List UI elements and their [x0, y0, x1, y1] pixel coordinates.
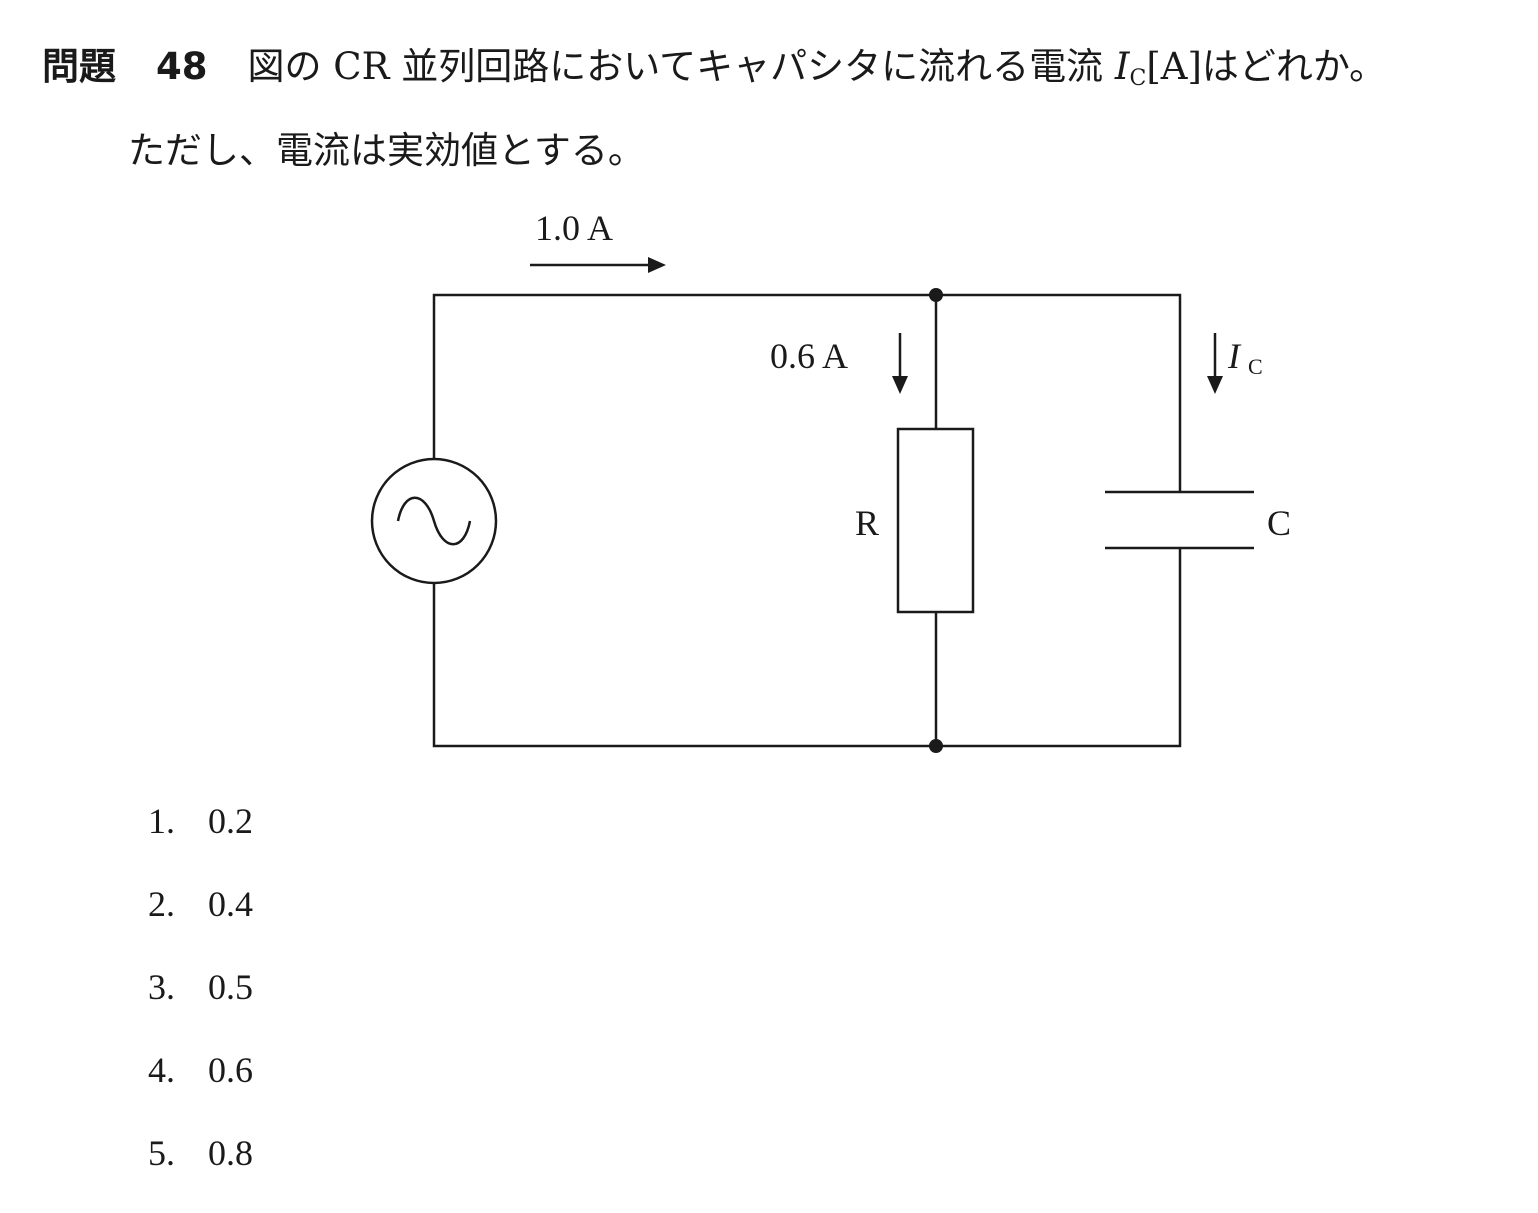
- label-capacitor: C: [1267, 503, 1291, 543]
- symbol-ic: I: [1114, 45, 1130, 88]
- junction-bottom: [929, 739, 943, 753]
- label-resistor-current: 0.6 A: [770, 336, 848, 376]
- arrowhead-right-icon: [648, 257, 666, 273]
- choice-5[interactable]: 5.0.8: [148, 1133, 253, 1173]
- choice-1[interactable]: 1.0.2: [148, 801, 253, 841]
- question-number: 48: [156, 45, 208, 88]
- symbol-ic-sub: C: [1129, 66, 1147, 91]
- label-total-current: 1.0 A: [535, 208, 613, 248]
- question-text: 図の CR 並列回路においてキャパシタに流れる電流: [247, 45, 1115, 88]
- ac-source-icon: [370, 457, 498, 585]
- resistor: [896, 427, 975, 614]
- answer-choices: 1.0.2 2.0.4 3.0.5 4.0.6 5.0.8: [148, 798, 253, 1213]
- sine-wave-icon: [396, 496, 472, 546]
- label-resistor: R: [855, 503, 879, 543]
- question-line-1: 問題 48 図の CR 並列回路においてキャパシタに流れる電流 IC[A]はどれか。: [42, 36, 1386, 91]
- choice-2[interactable]: 2.0.4: [148, 884, 253, 924]
- arrowhead-down-icon: [892, 376, 908, 394]
- junction-top: [929, 288, 943, 302]
- question-label: 問題: [42, 45, 116, 88]
- label-cap-current-sub: C: [1248, 354, 1263, 379]
- question-text-end: [A]はどれか。: [1146, 45, 1387, 88]
- wire-loop: [432, 293, 1182, 748]
- choice-4[interactable]: 4.0.6: [148, 1050, 253, 1090]
- label-cap-current: I: [1227, 336, 1242, 376]
- choice-3[interactable]: 3.0.5: [148, 967, 253, 1007]
- question-line-2: ただし、電流は実効値とする。: [128, 129, 645, 172]
- arrowhead-down-icon: [1207, 376, 1223, 394]
